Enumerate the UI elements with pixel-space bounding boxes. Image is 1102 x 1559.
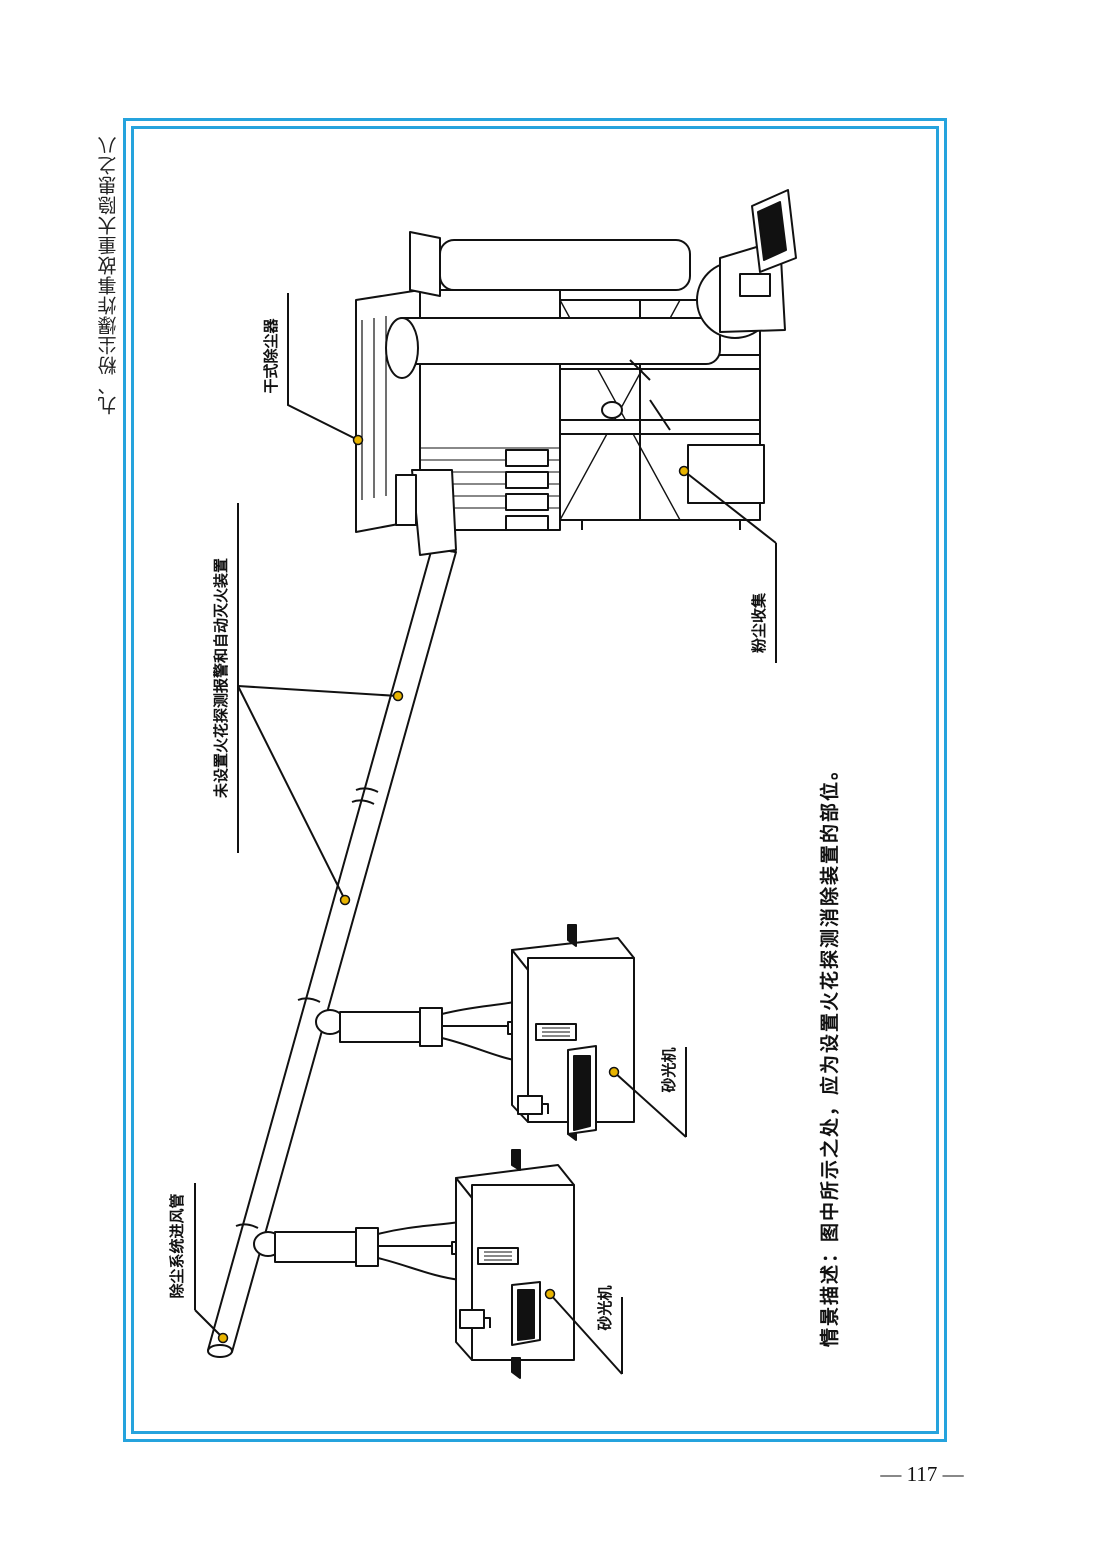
label-dust-collection: 粉尘收集 <box>750 592 768 653</box>
sander-machine-2 <box>511 924 635 1141</box>
marker-duct-upper <box>392 690 404 702</box>
label-no-spark-device: 未设置火花探测报警和自动灭火装置 <box>212 558 230 799</box>
label-inlet-duct: 除尘系统进风管 <box>168 1193 186 1298</box>
dry-dust-collector <box>355 189 797 556</box>
figure-frame-outer <box>123 118 947 1442</box>
marker-sander-1 <box>544 1288 556 1300</box>
marker-dust-collector <box>352 434 364 446</box>
marker-inlet-duct <box>217 1332 229 1344</box>
sander-machine-1 <box>455 1149 575 1379</box>
page-number: — 117 — <box>880 1462 964 1486</box>
label-sander-1: 砂光机 <box>596 1285 614 1330</box>
figure-frame-inner <box>131 126 939 1434</box>
marker-duct-lower <box>339 894 351 906</box>
marker-dust-collection <box>678 465 690 477</box>
label-sander-2: 砂光机 <box>660 1047 678 1092</box>
marker-sander-2 <box>608 1066 620 1078</box>
label-dust-collector: 干式除尘器 <box>262 318 280 394</box>
scenario-description: 情景描述：图中所示之处，应为设置火花探测消除装置的部位。 <box>818 759 841 1347</box>
branch-duct-1 <box>274 1217 465 1281</box>
branch-duct-2 <box>339 997 521 1061</box>
